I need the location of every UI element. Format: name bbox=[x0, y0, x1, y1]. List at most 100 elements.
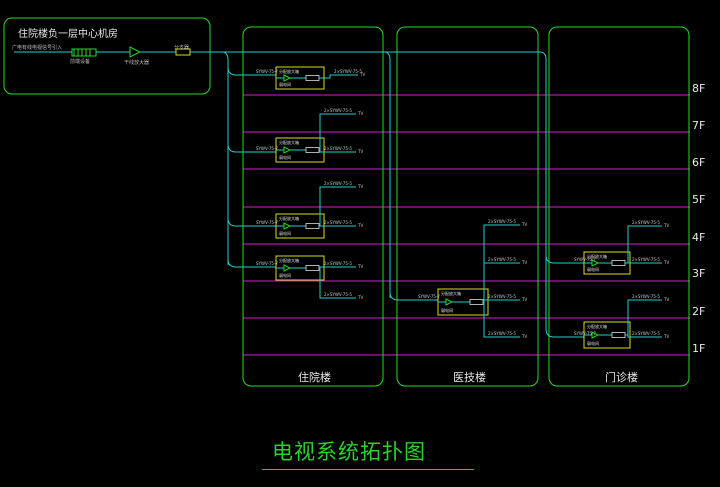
floor-label-5f: 5F bbox=[692, 193, 706, 206]
box-caption-label: 弱电间 bbox=[587, 340, 599, 346]
box-header-label: 分配放大箱 bbox=[279, 139, 299, 145]
headend-chain bbox=[14, 46, 191, 58]
headend-amplifier-label: 干线放大器 bbox=[124, 60, 150, 66]
branch-cable-label: 2×SYWV-75-5 bbox=[488, 294, 516, 299]
feed-cable bbox=[227, 258, 276, 268]
building-label-outpatient: 门诊楼 bbox=[605, 371, 638, 384]
box-caption-label: 弱电间 bbox=[587, 266, 599, 272]
feed-cable bbox=[227, 143, 276, 153]
branch-cable-label: 2×SYWV-75-5 bbox=[324, 108, 352, 113]
branch-cable bbox=[319, 74, 358, 79]
floor-lines bbox=[243, 94, 690, 356]
splitter-icon bbox=[305, 265, 320, 271]
feed-cable bbox=[227, 217, 276, 227]
branch-cable bbox=[625, 334, 662, 338]
box-header-label: 分配放大箱 bbox=[441, 290, 461, 296]
branch-cable-label: 2×SYWV-75-5 bbox=[488, 331, 516, 336]
feed-cable-label: SYWV-75-7 bbox=[256, 261, 278, 266]
box-header-label: 分配放大箱 bbox=[587, 323, 607, 329]
branch-cable bbox=[319, 149, 356, 153]
feed-cable-label: SYWV-75-7 bbox=[418, 294, 440, 299]
branch-cable-label: 2×SYWV-75-5 bbox=[334, 69, 362, 74]
branch-cable-label: 2×SYWV-75-5 bbox=[324, 181, 352, 186]
building-frame-inpatient bbox=[242, 26, 384, 387]
branch-cable-label: 2×SYWV-75-5 bbox=[324, 292, 352, 297]
branch-cable-label: 2×SYWV-75-5 bbox=[632, 331, 660, 336]
headend-frame bbox=[3, 17, 211, 95]
branch-cable-label: 2×SYWV-75-5 bbox=[488, 257, 516, 262]
splitter-icon bbox=[305, 75, 320, 81]
box-header-label: 分配放大箱 bbox=[279, 215, 299, 221]
feed-cable bbox=[545, 254, 584, 264]
box-header-label: 分配放大箱 bbox=[587, 253, 607, 259]
splitter-icon bbox=[305, 147, 320, 153]
building-frame-medtech bbox=[396, 26, 539, 387]
feed-cable-label: SYWV-75-7 bbox=[256, 220, 278, 225]
splitter-icon bbox=[469, 299, 484, 305]
tv-outlet-label: TV bbox=[357, 184, 363, 189]
floor-label-4f: 4F bbox=[692, 231, 706, 244]
splitter-icon bbox=[305, 223, 320, 229]
trunk-cables bbox=[190, 51, 547, 330]
amplifier-icon bbox=[445, 298, 454, 306]
branch-cable-label: 2×SYWV-75-5 bbox=[632, 294, 660, 299]
box-outpatient-1f: SYWV-75-7分配放大箱弱电间2×SYWV-75-5TV2×SYWV-75-… bbox=[545, 294, 669, 349]
tv-outlet-label: TV bbox=[663, 334, 669, 339]
floor-label-3f: 3F bbox=[692, 267, 706, 280]
feed-cable-label: SYWV-75-7 bbox=[574, 331, 596, 336]
feed-cable bbox=[389, 291, 438, 301]
box-caption-label: 弱电间 bbox=[279, 272, 291, 278]
box-header-label: 分配放大箱 bbox=[279, 257, 299, 263]
amplifier-icon bbox=[591, 259, 600, 267]
branch-cable-label: 2×SYWV-75-5 bbox=[488, 219, 516, 224]
floor-label-7f: 7F bbox=[692, 119, 706, 132]
amplifier-icon bbox=[283, 264, 292, 272]
tv-outlet-label: TV bbox=[663, 223, 669, 228]
diagram-title: 电视系统拓扑图 bbox=[272, 440, 426, 464]
feed-cable-label: SYWV-75-7 bbox=[256, 69, 278, 74]
feed-cable-label: SYWV-75-7 bbox=[256, 146, 278, 151]
branch-cable-label: 2×SYWV-75-5 bbox=[632, 257, 660, 262]
headend-title: 住院楼负一层中心机房 bbox=[18, 29, 118, 40]
box-inpatient-4f: SYWV-75-7分配放大箱弱电间2×SYWV-75-5TV2×SYWV-75-… bbox=[227, 181, 363, 239]
headend-splitter-label: 分支器 bbox=[174, 45, 190, 51]
tv-outlet-label: TV bbox=[357, 111, 363, 116]
tv-outlet-label: TV bbox=[521, 297, 527, 302]
branch-cable-label: 2×SYWV-75-5 bbox=[324, 220, 352, 225]
splitter-icon bbox=[611, 332, 626, 338]
branch-cable-label: 2×SYWV-75-5 bbox=[324, 261, 352, 266]
headend-source-label: 广电有线电视信号引入 bbox=[12, 45, 63, 51]
feed-cable-label: SYWV-75-7 bbox=[574, 257, 596, 262]
box-header-label: 分配放大箱 bbox=[279, 68, 299, 74]
title-underline bbox=[262, 469, 474, 470]
box-caption-label: 弱电间 bbox=[441, 307, 453, 313]
building-label-inpatient: 住院楼 bbox=[298, 371, 331, 384]
tv-outlet-label: TV bbox=[357, 295, 363, 300]
tv-outlet-label: TV bbox=[357, 264, 363, 269]
floor-label-1f: 1F bbox=[692, 342, 706, 355]
floor-label-2f: 2F bbox=[692, 305, 706, 318]
branch-cable bbox=[483, 301, 520, 338]
floor-label-6f: 6F bbox=[692, 156, 706, 169]
branch-cable bbox=[483, 299, 520, 303]
amplifier-icon bbox=[591, 331, 600, 339]
box-outpatient-3f: SYWV-75-7分配放大箱弱电间2×SYWV-75-5TV2×SYWV-75-… bbox=[545, 220, 669, 275]
tv-outlet-label: TV bbox=[357, 223, 363, 228]
splitter-icon bbox=[611, 260, 626, 266]
amplifier-icon bbox=[283, 74, 292, 82]
tv-outlet-label: TV bbox=[357, 149, 363, 154]
floor-label-8f: 8F bbox=[692, 82, 706, 95]
branch-cable bbox=[319, 267, 356, 299]
building-label-medtech: 医技楼 bbox=[453, 371, 486, 384]
building-frame-outpatient bbox=[548, 26, 690, 387]
box-inpatient-6f: SYWV-75-7分配放大箱弱电间2×SYWV-75-5TV2×SYWV-75-… bbox=[227, 108, 363, 163]
feed-cable bbox=[227, 66, 276, 76]
box-medtech-2f: SYWV-75-7分配放大箱弱电间2×SYWV-75-5TV2×SYWV-75-… bbox=[389, 219, 527, 339]
tv-outlet-label: TV bbox=[521, 222, 527, 227]
branch-cable bbox=[319, 266, 356, 269]
tv-outlet-label: TV bbox=[521, 260, 527, 265]
box-caption-label: 弱电间 bbox=[279, 230, 291, 236]
